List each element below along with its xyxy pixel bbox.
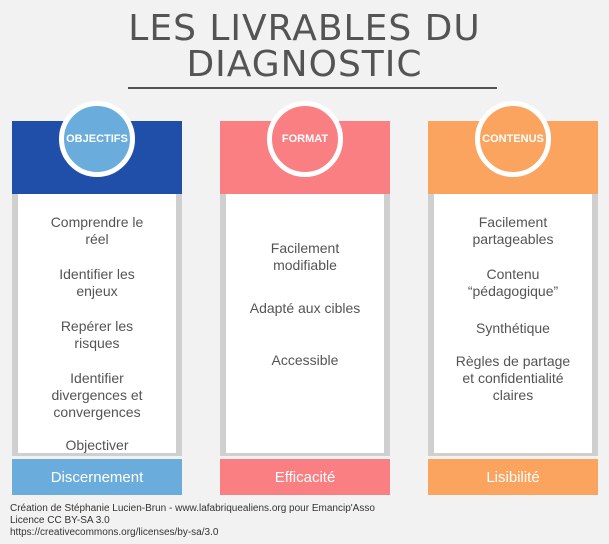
format-label: FORMAT [281, 133, 329, 145]
contenus-footer: Lisibilité [428, 459, 598, 495]
objectifs-list: Comprendre le réel Identifier les enjeux… [18, 194, 176, 453]
title-underline [128, 87, 497, 89]
credits-license-url: https://creativecommons.org/licenses/by-… [10, 527, 219, 538]
contenus-panel: Facilement partageables Contenu “pédagog… [428, 194, 598, 456]
contenus-footer-label: Lisibilité [486, 468, 540, 486]
list-item: Facilement partageables [472, 214, 554, 247]
list-item: Règles de partage et confidentialité cla… [455, 353, 571, 403]
list-item: Comprendre le réel [50, 214, 144, 247]
list-item: Identifier divergences et convergences [51, 370, 143, 420]
credits-license: Licence CC BY-SA 3.0 [10, 515, 110, 526]
objectifs-footer: Discernement [12, 459, 182, 495]
list-item: Identifier les enjeux [59, 266, 135, 299]
contenus-label: CONTENUS [482, 133, 544, 145]
list-item: Facilement modifiable [270, 240, 340, 273]
list-item: Repérer les risques [60, 318, 134, 351]
format-list: Facilement modifiable Adapté aux cibles … [226, 194, 384, 453]
list-item: Objectiver [65, 437, 129, 453]
page-title-line-2: DIAGNOSTIC [186, 44, 423, 85]
objectifs-badge: OBJECTIFS [59, 101, 135, 177]
objectifs-label: OBJECTIFS [66, 133, 128, 145]
list-item: Accessible [271, 352, 339, 368]
credits-author: Création de Stéphanie Lucien-Brun - www.… [10, 503, 375, 514]
contenus-list: Facilement partageables Contenu “pédagog… [434, 194, 592, 453]
format-footer: Efficacité [220, 459, 390, 495]
objectifs-panel: Comprendre le réel Identifier les enjeux… [12, 194, 182, 456]
list-item: Contenu “pédagogique” [467, 266, 559, 299]
objectifs-footer-label: Discernement [50, 468, 144, 486]
contenus-badge: CONTENUS [475, 101, 551, 177]
format-badge: FORMAT [267, 101, 343, 177]
list-item: Synthétique [476, 320, 550, 336]
format-panel: Facilement modifiable Adapté aux cibles … [220, 194, 390, 456]
list-item: Adapté aux cibles [249, 300, 361, 316]
format-footer-label: Efficacité [274, 468, 336, 486]
page-title-line-1: LES LIVRABLES DU [128, 8, 481, 49]
credits: Création de Stéphanie Lucien-Brun - www.… [10, 503, 375, 539]
